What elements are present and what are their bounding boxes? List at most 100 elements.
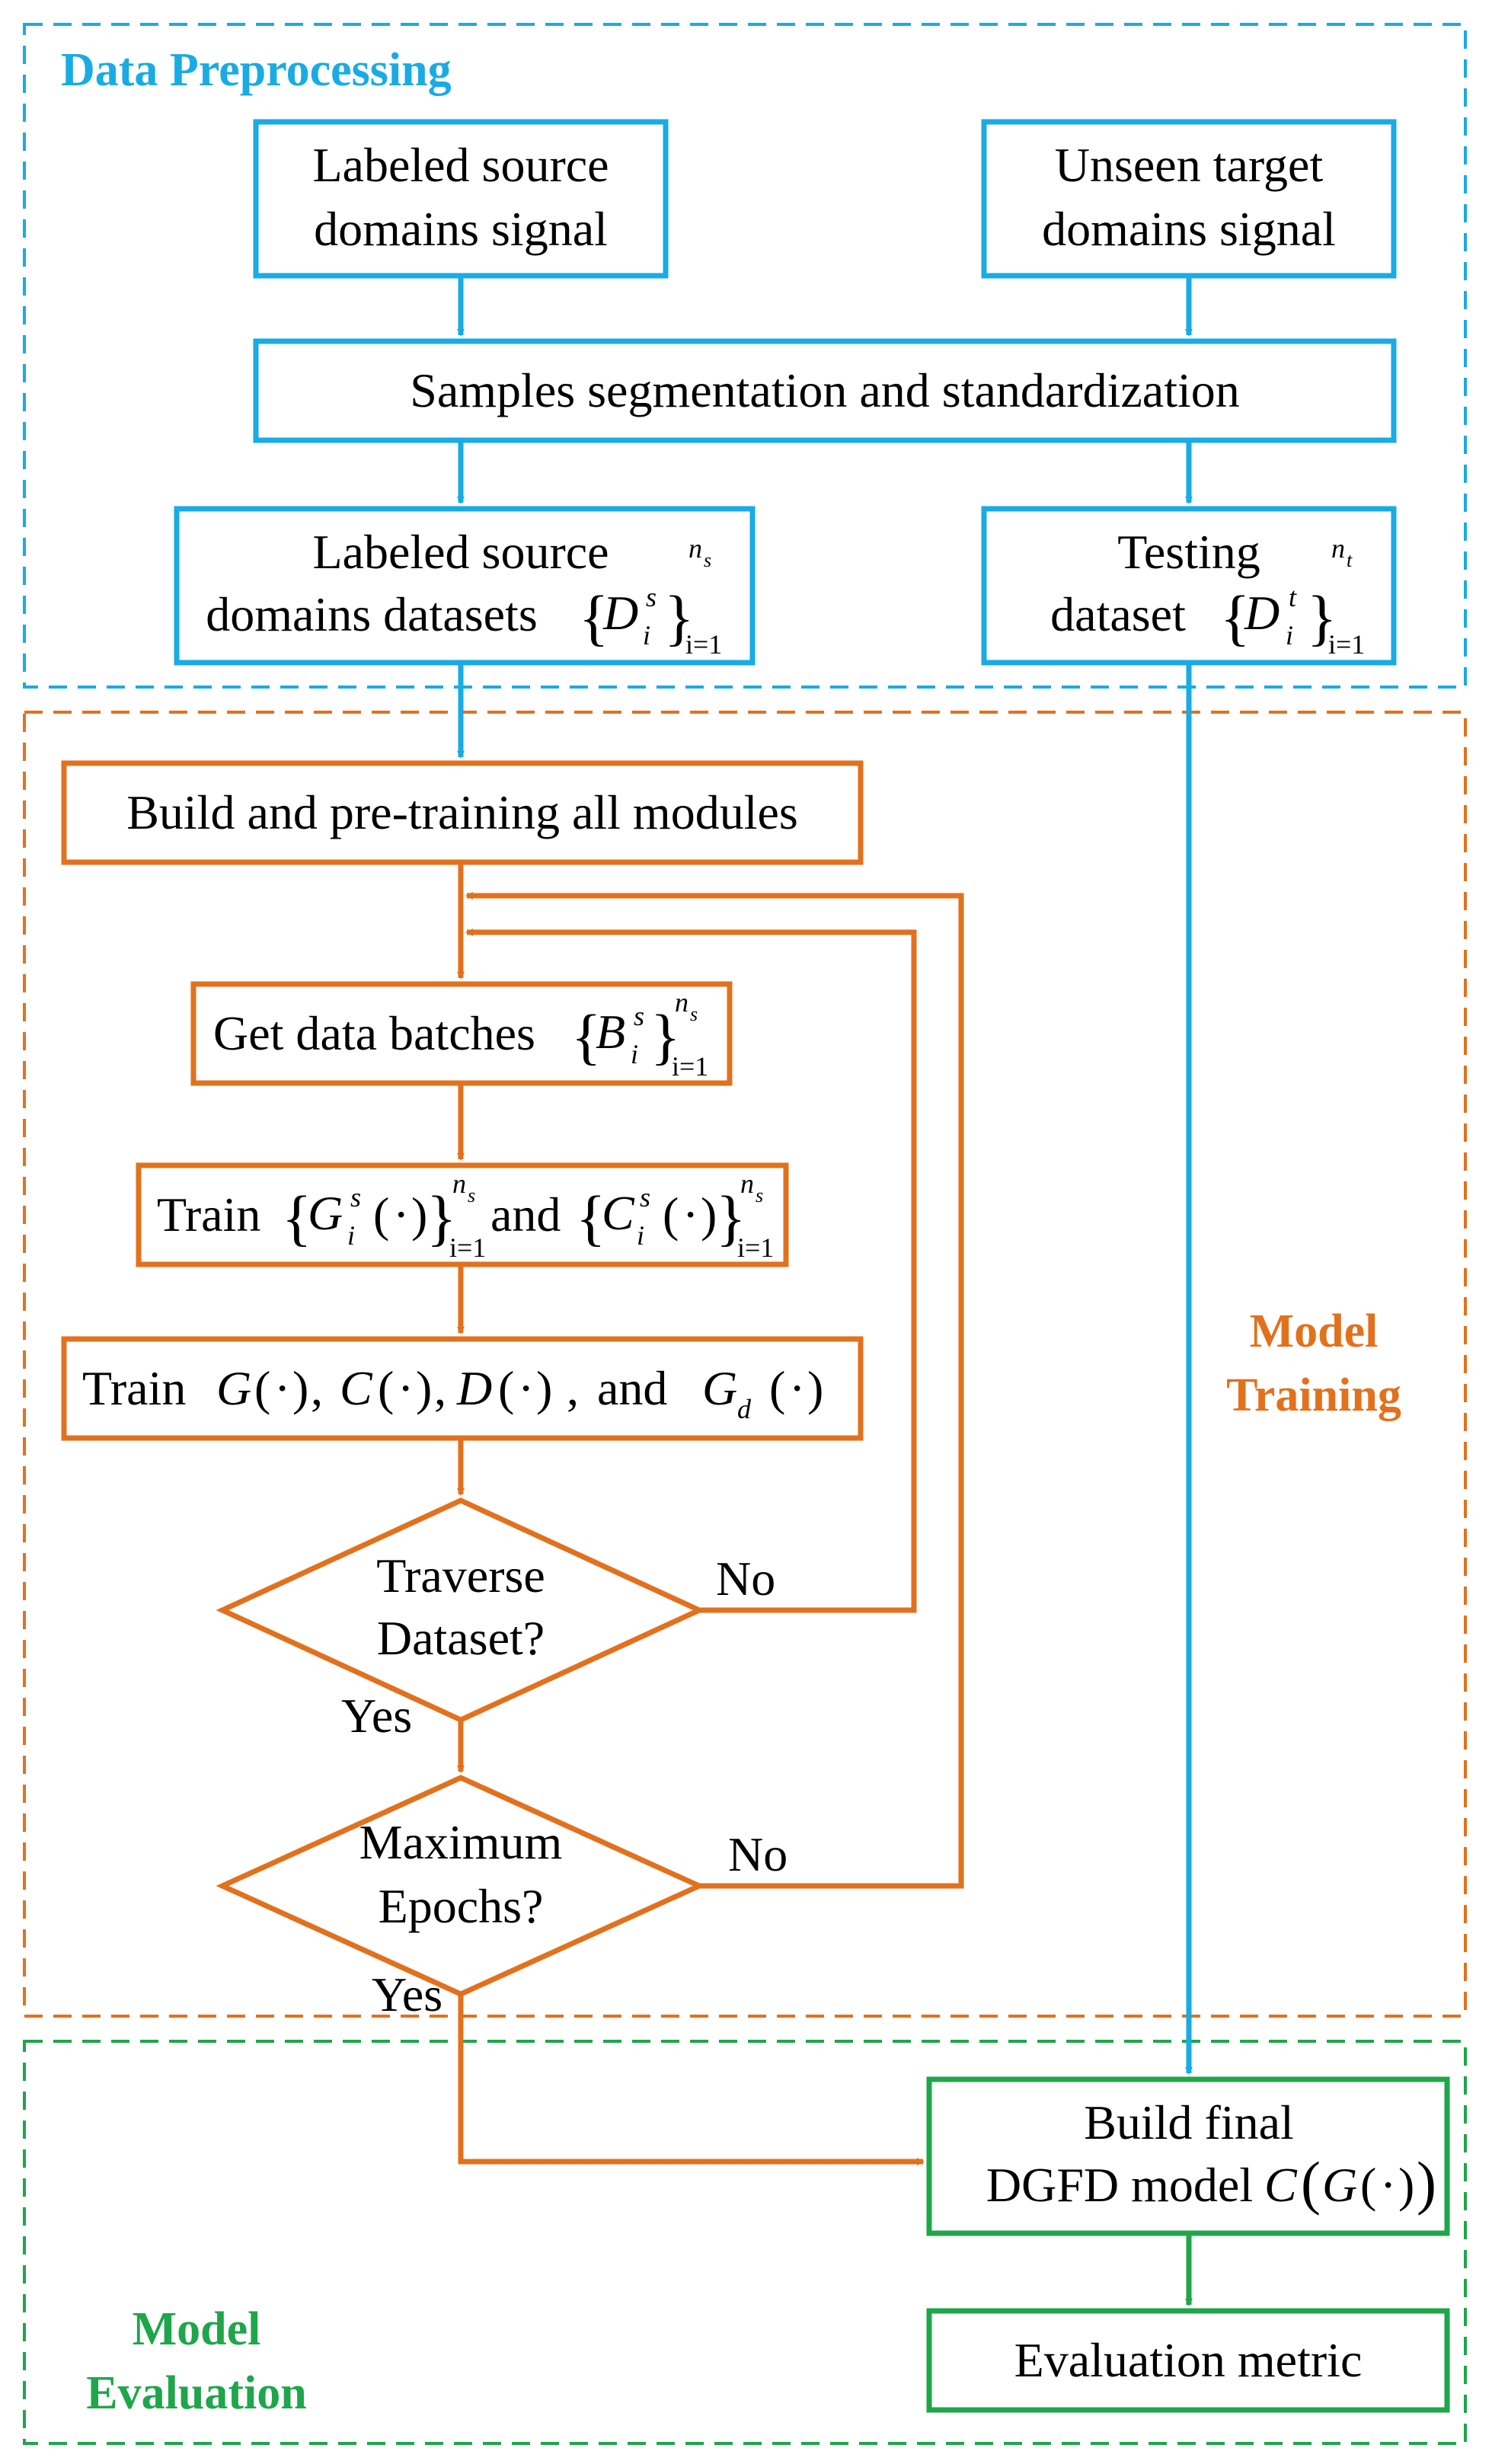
traverse-line1: Traverse — [376, 1548, 545, 1603]
svg-text:): ) — [536, 1361, 552, 1415]
svg-text:{: { — [282, 1183, 311, 1252]
pretrain-box: Build and pre-training all modules — [61, 760, 864, 865]
evaluation-metric-box: Evaluation metric — [926, 2308, 1450, 2413]
svg-text:}: } — [1307, 583, 1337, 652]
svg-text:n: n — [688, 533, 702, 564]
source-datasets-line2: domains datasets — [206, 587, 537, 641]
source-datasets-box: Labeled source domains datasets { D s i … — [174, 506, 756, 666]
svg-text:}: } — [716, 1183, 746, 1252]
svg-text:n: n — [675, 987, 688, 1018]
svg-text:s: s — [690, 1003, 698, 1025]
source-signal-box: Labeled source domains signal — [253, 119, 669, 279]
traverse-diamond: Traverse Dataset? — [216, 1497, 706, 1723]
svg-text:): ) — [292, 1361, 308, 1415]
final-model-box: Build final DGFD model C ( G ( · ) ) — [926, 2076, 1450, 2236]
svg-text:): ) — [807, 1361, 823, 1415]
traverse-yes-label: Yes — [341, 1689, 412, 1743]
maxepochs-diamond: Maximum Epochs? — [216, 1775, 706, 1997]
testing-line1: Testing — [1117, 525, 1260, 579]
svg-text:n: n — [452, 1168, 466, 1199]
source-signal-line2: domains signal — [314, 202, 608, 256]
svg-text:(: ( — [373, 1187, 389, 1242]
train-main-box: Train G ( · ) , C ( · ) , D ( · ) , and … — [61, 1336, 864, 1441]
svg-text:C: C — [602, 1186, 635, 1240]
train-sub-formula-g: { G s i ( · ) } n s i=1 — [282, 1168, 486, 1263]
source-signal-line1: Labeled source — [312, 138, 609, 192]
svg-text:·: · — [682, 1187, 698, 1242]
svg-text:(: ( — [663, 1187, 679, 1242]
svg-text:n: n — [740, 1168, 754, 1199]
svg-text:): ) — [411, 1187, 427, 1242]
svg-text:s: s — [704, 549, 711, 571]
batches-formula: { B s i } n s i=1 — [571, 987, 708, 1082]
svg-text:(: ( — [498, 1361, 514, 1415]
svg-text:s: s — [634, 1001, 644, 1031]
batches-label: Get data batches — [213, 1006, 535, 1060]
traverse-no-label: No — [716, 1552, 775, 1606]
svg-text:{: { — [579, 583, 609, 652]
svg-text:,: , — [311, 1361, 323, 1415]
loop-epochs-no — [465, 892, 964, 1889]
svg-text:C: C — [1264, 2158, 1298, 2212]
target-signal-line2: domains signal — [1042, 202, 1336, 256]
svg-text:i: i — [631, 1039, 638, 1069]
source-datasets-formula: { D s i } n s i=1 — [579, 533, 722, 660]
svg-text:{: { — [1220, 583, 1250, 652]
svg-text:,: , — [567, 1361, 579, 1415]
train-sub-formula-c: { C s i ( · ) } n s i=1 — [576, 1168, 774, 1263]
preprocessing-label: Data Preprocessing — [61, 44, 452, 96]
svg-text:s: s — [640, 1182, 650, 1213]
segmentation-box: Samples segmentation and standardization — [253, 338, 1397, 443]
train-sub-box: Train { G s i ( · ) } n s i=1 and { C s … — [136, 1162, 789, 1267]
target-signal-line1: Unseen target — [1055, 138, 1324, 192]
svg-text:·: · — [398, 1361, 414, 1415]
svg-text:i: i — [637, 1220, 644, 1251]
svg-text:i=1: i=1 — [672, 1051, 708, 1082]
svg-text:i: i — [1286, 620, 1293, 650]
maxepochs-line1: Maximum — [359, 1815, 563, 1869]
svg-text:G: G — [308, 1186, 343, 1240]
svg-text:(: ( — [769, 1361, 785, 1415]
evaluation-label-line1: Model — [133, 2303, 261, 2355]
epochs-no-label: No — [728, 1827, 788, 1881]
training-label-line2: Training — [1226, 1369, 1401, 1421]
svg-text:s: s — [646, 582, 657, 612]
svg-text:t: t — [1347, 549, 1353, 571]
svg-text:i: i — [643, 620, 650, 650]
batches-box: Get data batches { B s i } n s i=1 — [190, 981, 733, 1086]
svg-text:·: · — [518, 1361, 534, 1415]
final-model-formula: C ( G ( · ) ) — [1264, 2149, 1436, 2216]
svg-text:{: { — [571, 1002, 601, 1071]
svg-text:·: · — [393, 1187, 409, 1242]
svg-text:n: n — [1331, 533, 1345, 564]
epochs-yes-label: Yes — [372, 1967, 442, 2021]
svg-text:G: G — [1322, 2158, 1357, 2212]
svg-text:(: ( — [378, 1361, 394, 1415]
final-model-line2: DGFD model — [986, 2158, 1253, 2212]
evaluation-label-line2: Evaluation — [86, 2367, 306, 2419]
svg-text:G: G — [216, 1361, 251, 1415]
svg-text:D: D — [456, 1361, 492, 1415]
training-section — [23, 711, 1467, 2018]
svg-text:i=1: i=1 — [737, 1232, 774, 1263]
pretrain-label: Build and pre-training all modules — [126, 785, 798, 839]
train-main-label: Train — [82, 1361, 186, 1415]
svg-text:s: s — [468, 1184, 475, 1206]
svg-text:(: ( — [1301, 2149, 1321, 2216]
evaluation-section — [23, 2040, 1467, 2445]
svg-text:i=1: i=1 — [685, 629, 722, 660]
svg-text:s: s — [756, 1184, 763, 1206]
svg-text:d: d — [737, 1394, 752, 1424]
svg-text:(: ( — [254, 1361, 270, 1415]
svg-text:D: D — [1244, 586, 1280, 640]
svg-text:{: { — [576, 1183, 605, 1252]
testing-dataset-box: Testing dataset { D t i } n t i=1 — [981, 506, 1397, 666]
svg-text:i: i — [347, 1220, 355, 1251]
svg-text:D: D — [602, 586, 638, 640]
svg-text:·: · — [789, 1361, 805, 1415]
svg-text:}: } — [664, 583, 694, 652]
svg-text:}: } — [427, 1183, 456, 1252]
evaluation-metric-label: Evaluation metric — [1014, 2333, 1363, 2387]
svg-text:): ) — [416, 1361, 432, 1415]
